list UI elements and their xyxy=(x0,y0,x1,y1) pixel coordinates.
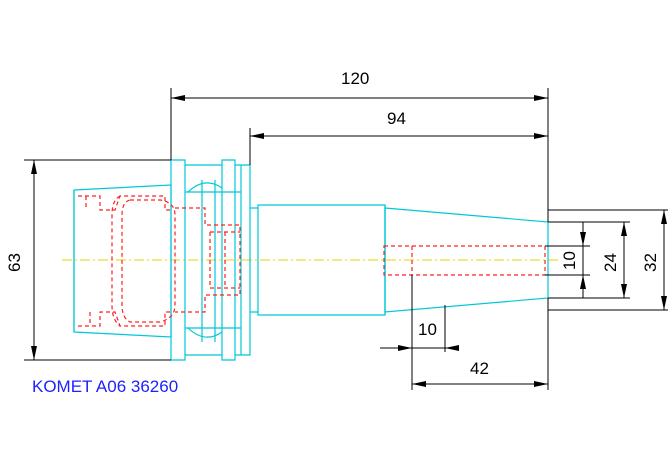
dim-bore-diameter: 10 xyxy=(560,251,579,270)
dim-shank-diameter-mid: 24 xyxy=(601,253,620,272)
tool-holder-outline xyxy=(73,159,549,361)
dim-overall-length: 120 xyxy=(341,69,369,88)
flange-outline xyxy=(170,159,251,361)
dim-bore-depth: 10 xyxy=(418,320,437,339)
dim-shank-length: 94 xyxy=(387,109,406,128)
hidden-lines xyxy=(78,195,546,327)
dim-flange-diameter: 63 xyxy=(5,253,24,272)
part-label: KOMET A06 36260 xyxy=(32,377,178,396)
dimension-lines xyxy=(24,88,668,390)
dim-taper-length: 42 xyxy=(470,359,489,378)
dim-shank-diameter-tip: 32 xyxy=(641,253,660,272)
